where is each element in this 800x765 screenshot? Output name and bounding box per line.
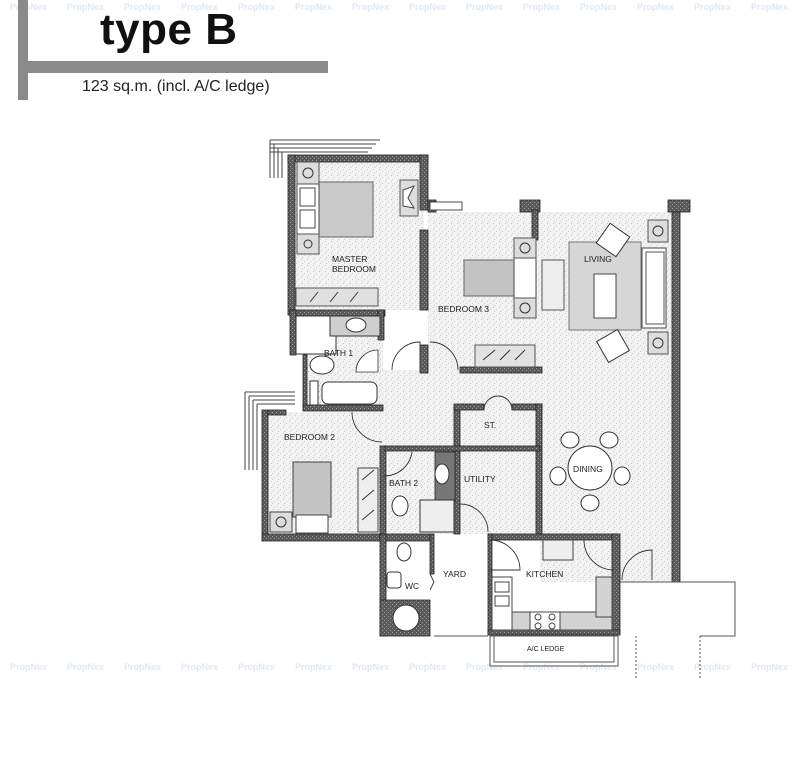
bedroom2-bed (269, 461, 379, 534)
watermark-text: PropNex (750, 2, 788, 12)
bedroom3-bed (463, 237, 565, 368)
label-bedroom-2: BEDROOM 2 (284, 432, 335, 442)
outline-lines (434, 581, 736, 680)
watermark-text: PropNex (693, 662, 731, 672)
watermark-text: PropNex (237, 662, 275, 672)
watermark-text: PropNex (180, 2, 218, 12)
watermark-text: PropNex (66, 2, 104, 12)
label-living: LIVING (584, 254, 612, 264)
watermark-text: PropNex (351, 662, 389, 672)
label-dining: DINING (573, 464, 603, 474)
watermark-text: PropNex (294, 2, 332, 12)
header-horizontal-bar (18, 61, 328, 73)
watermark-text: PropNex (522, 662, 560, 672)
watermark-text: PropNex (66, 662, 104, 672)
header-vertical-bar (18, 0, 28, 100)
watermark-text: PropNex (579, 662, 617, 672)
label-kitchen: KITCHEN (526, 569, 563, 579)
watermark-text: PropNex (123, 2, 161, 12)
label-ac-ledge: A/C LEDGE (527, 646, 565, 653)
unit-type-title: type B (100, 5, 238, 54)
watermark-text: PropNex (351, 2, 389, 12)
room-labels: MASTER BEDROOM BEDROOM 3 LIVING BATH 1 B… (284, 254, 612, 653)
watermark-text: PropNex (237, 2, 275, 12)
master-bed (295, 161, 419, 307)
wc-fixtures (386, 542, 420, 632)
watermark-bottom: PropNex PropNex PropNex PropNex PropNex … (0, 660, 800, 686)
watermark-text: PropNex (9, 662, 47, 672)
label-bath-2: BATH 2 (389, 478, 418, 488)
planter-bedroom2 (244, 391, 295, 470)
label-store: ST. (484, 420, 496, 430)
watermark-top: PropNex PropNex PropNex PropNex PropNex … (0, 0, 800, 26)
watermark-text: PropNex (408, 662, 446, 672)
watermark-text: PropNex (123, 662, 161, 672)
unit-area-label: 123 sq.m. (incl. A/C ledge) (82, 78, 270, 95)
watermark-text: PropNex (294, 662, 332, 672)
watermark-text: PropNex (693, 2, 731, 12)
kitchen-fixtures (491, 539, 613, 631)
bath2-fixtures (391, 463, 455, 533)
label-yard: YARD (443, 569, 466, 579)
door-swings (351, 341, 653, 591)
watermark-text: PropNex (750, 662, 788, 672)
label-bath-1: BATH 1 (324, 348, 353, 358)
dining-set (549, 431, 631, 512)
watermark-text: PropNex (636, 2, 674, 12)
watermark-text: PropNex (9, 2, 47, 12)
label-bedroom-3: BEDROOM 3 (438, 304, 489, 314)
watermark-text: PropNex (522, 2, 560, 12)
watermark-text: PropNex (180, 662, 218, 672)
label-utility: UTILITY (464, 474, 496, 484)
label-wc: WC (405, 581, 419, 591)
watermark-text: PropNex (408, 2, 446, 12)
planter-master (269, 139, 380, 178)
watermark-text: PropNex (636, 662, 674, 672)
watermark-text: PropNex (465, 2, 503, 12)
watermark-text: PropNex (465, 662, 503, 672)
watermark-text: PropNex (579, 2, 617, 12)
label-master-bedroom-line1: MASTER (332, 254, 367, 264)
label-master-bedroom-line2: BEDROOM (332, 264, 376, 274)
bath1-fixtures (295, 315, 381, 406)
living-set (568, 219, 669, 364)
